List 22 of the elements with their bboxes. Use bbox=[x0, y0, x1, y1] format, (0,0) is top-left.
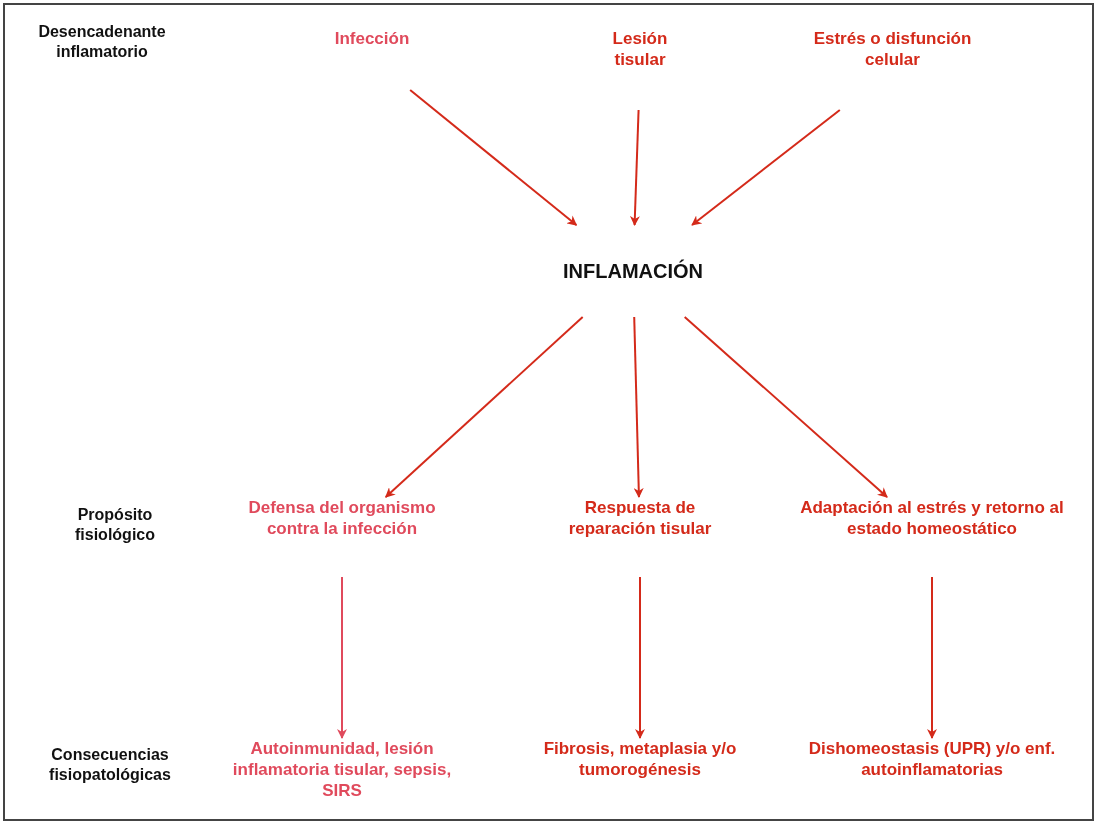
arrow bbox=[384, 316, 584, 498]
arrow bbox=[409, 89, 578, 226]
flow-text: Lesión tisular bbox=[611, 28, 669, 70]
arrow bbox=[337, 576, 347, 739]
arrow bbox=[927, 576, 937, 739]
row-label: Consecuencias fisiopatológicas bbox=[48, 745, 172, 785]
central-heading: INFLAMACIÓN bbox=[563, 260, 703, 282]
flow-text: Autoinmunidad, lesión inflamatoria tisular, sepsis, SIRS bbox=[231, 738, 453, 801]
flow-text: Fibrosis, metaplasia y/o tumorogénesis bbox=[542, 738, 738, 780]
row-label: Propósito fisiológico bbox=[74, 505, 156, 545]
arrow bbox=[629, 109, 640, 226]
arrow bbox=[683, 316, 889, 498]
arrow bbox=[633, 316, 644, 498]
flow-text: Adaptación al estrés y retorno al estado homeostático bbox=[799, 497, 1065, 539]
flow-text: Estrés o disfunción celular bbox=[812, 28, 973, 70]
arrow bbox=[691, 109, 841, 226]
flow-text: Respuesta de reparación tisular bbox=[567, 497, 713, 539]
flow-text: Defensa del organismo contra la infección bbox=[247, 497, 437, 539]
flow-text: Dishomeostasis (UPR) y/o enf. autoinflamatorias bbox=[807, 738, 1057, 780]
arrow bbox=[635, 576, 645, 739]
row-label: Desencadenante inflamatorio bbox=[37, 22, 167, 62]
flow-text: Infección bbox=[334, 28, 410, 49]
